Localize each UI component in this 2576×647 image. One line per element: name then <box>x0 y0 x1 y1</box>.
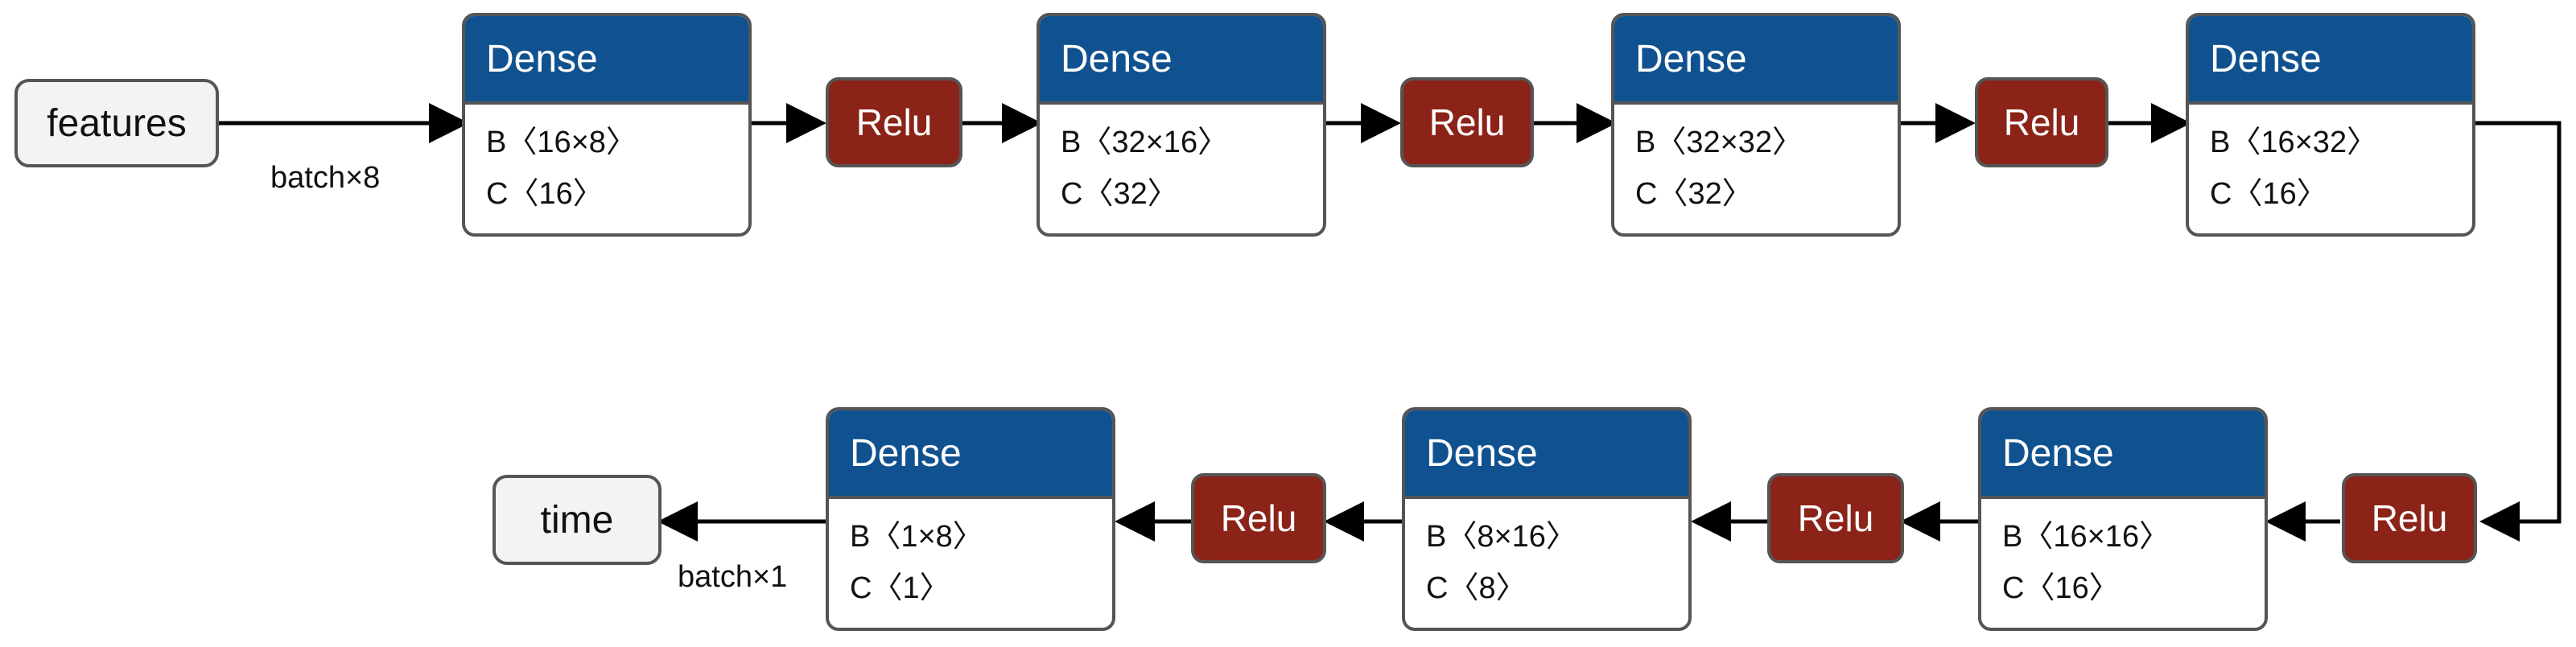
input-node-label: features <box>47 101 187 145</box>
dense-title: Dense <box>1405 410 1688 499</box>
relu-label: Relu <box>1428 101 1506 143</box>
dense-weight-shape: B〈16×16〉 <box>2002 519 2170 554</box>
relu-label: Relu <box>2003 101 2080 143</box>
dense-weight-shape: B〈32×16〉 <box>1061 125 1229 159</box>
dense-title: Dense <box>2189 16 2472 105</box>
dense-title: Dense <box>829 410 1112 499</box>
dense-title: Dense <box>465 16 748 105</box>
dense-title: Dense <box>1614 16 1898 105</box>
relu-label: Relu <box>2371 497 2448 539</box>
dense-layer-2[interactable]: Dense B〈32×16〉 C〈32〉 <box>1037 13 1326 237</box>
dense-weight-shape: B〈1×8〉 <box>850 519 983 554</box>
dense-bias-shape: C〈32〉 <box>1635 176 1753 211</box>
dense-bias-shape: C〈32〉 <box>1061 176 1178 211</box>
input-node-features[interactable]: features <box>14 79 219 167</box>
dense-bias-shape: C〈16〉 <box>2210 176 2327 211</box>
output-shape-label: batch×1 <box>678 560 788 594</box>
dense-layer-4[interactable]: Dense B〈16×32〉 C〈16〉 <box>2186 13 2475 237</box>
dense-title: Dense <box>1040 16 1323 105</box>
dense-layer-5[interactable]: Dense B〈16×16〉 C〈16〉 <box>1978 407 2268 631</box>
dense-layer-1[interactable]: Dense B〈16×8〉 C〈16〉 <box>462 13 752 237</box>
dense-bias-shape: C〈8〉 <box>1426 571 1527 605</box>
relu-node-1[interactable]: Relu <box>826 77 962 167</box>
relu-node-2[interactable]: Relu <box>1400 77 1534 167</box>
dense-bias-shape: C〈16〉 <box>486 176 604 211</box>
dense-layer-7[interactable]: Dense B〈1×8〉 C〈1〉 <box>826 407 1115 631</box>
dense-bias-shape: C〈16〉 <box>2002 571 2120 605</box>
input-shape-label: batch×8 <box>270 161 381 195</box>
relu-node-4[interactable]: Relu <box>2342 473 2477 563</box>
dense-bias-shape: C〈1〉 <box>850 571 950 605</box>
dense-weight-shape: B〈32×32〉 <box>1635 125 1803 159</box>
relu-node-3[interactable]: Relu <box>1975 77 2108 167</box>
dense-layer-6[interactable]: Dense B〈8×16〉 C〈8〉 <box>1402 407 1692 631</box>
dense-title: Dense <box>1981 410 2265 499</box>
relu-node-6[interactable]: Relu <box>1191 473 1326 563</box>
dense-weight-shape: B〈16×32〉 <box>2210 125 2378 159</box>
dense-weight-shape: B〈16×8〉 <box>486 125 637 159</box>
dense-weight-shape: B〈8×16〉 <box>1426 519 1577 554</box>
output-node-label: time <box>540 498 614 542</box>
edge-dense4-relu4 <box>2474 121 2562 542</box>
dense-layer-3[interactable]: Dense B〈32×32〉 C〈32〉 <box>1611 13 1901 237</box>
relu-label: Relu <box>1797 497 1874 539</box>
relu-label: Relu <box>1220 497 1297 539</box>
relu-label: Relu <box>855 101 933 143</box>
relu-node-5[interactable]: Relu <box>1767 473 1904 563</box>
output-node-time[interactable]: time <box>493 475 662 565</box>
